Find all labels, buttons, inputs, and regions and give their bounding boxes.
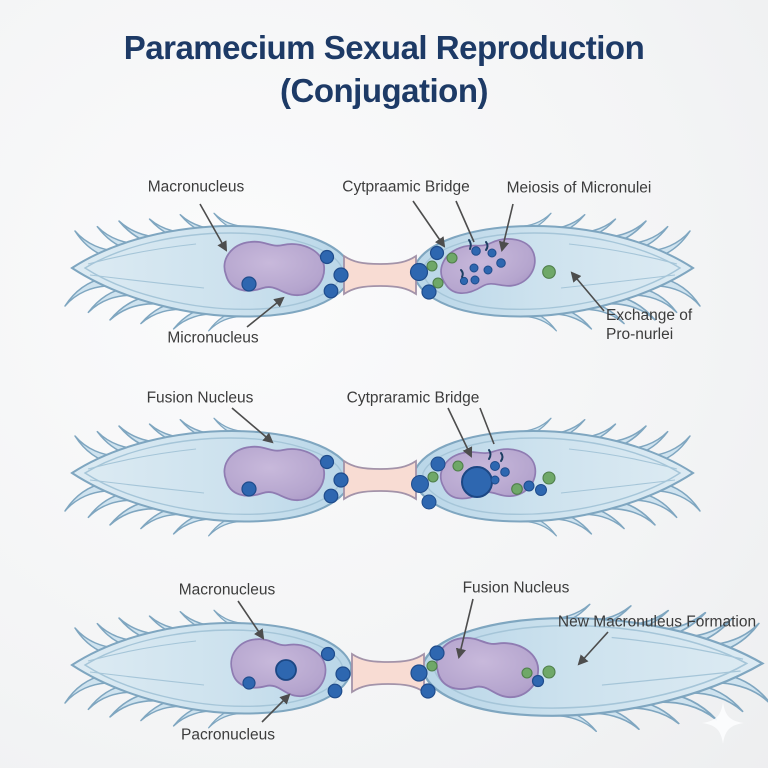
title-line-2: (Conjugation) xyxy=(280,72,488,109)
micronucleus-dots xyxy=(242,646,351,699)
chromosome-marks xyxy=(460,239,489,278)
cell-interior-mid-right xyxy=(411,442,556,510)
pronucleus-dots xyxy=(427,460,556,495)
cell-interior-bottom-right xyxy=(410,634,556,701)
cytoplasmic-bridge-mid xyxy=(343,460,417,500)
leader-bridge-mid-b xyxy=(479,407,495,445)
label-micronucleus: Micronucleus xyxy=(167,329,259,347)
label-exchange-of-pronuclei: Exchange of Pro-nurlei xyxy=(606,306,692,344)
leader-macronucleus-bottom xyxy=(237,600,265,640)
cell-interior-bottom-left xyxy=(227,635,351,700)
page-title: Paramecium Sexual Reproduction (Conjugat… xyxy=(0,26,768,112)
label-fusion-nucleus-mid: Fusion Nucleus xyxy=(146,389,254,407)
leader-micronucleus xyxy=(246,296,285,328)
label-macronucleus-bottom: Macronucleus xyxy=(178,581,276,599)
cytoplasmic-bridge-top xyxy=(343,255,417,295)
label-meiosis-of-micronuclei: Meiosis of Micronulei xyxy=(506,179,652,197)
leader-new-macronucleus xyxy=(577,631,609,666)
label-cytoplasmic-bridge-top: Cytpraamic Bridge xyxy=(342,178,470,196)
leader-bridge-top-b xyxy=(455,200,475,243)
micronucleus-dots xyxy=(411,456,547,510)
label-pacronucleus: Pacronucleus xyxy=(181,726,275,744)
label-fusion-nucleus-bottom: Fusion Nucleus xyxy=(462,579,570,597)
leader-bridge-top-a xyxy=(412,200,446,248)
leader-exchange xyxy=(570,271,605,312)
leader-meiosis xyxy=(498,203,514,253)
leader-fusion-bottom xyxy=(455,598,474,660)
label-macronucleus-top: Macronucleus xyxy=(147,178,245,196)
fusion-nucleus-circle xyxy=(461,466,493,498)
label-new-macronucleus-formation: New Macronuleus Formation xyxy=(557,613,757,631)
cell-interior-top-right xyxy=(409,229,556,303)
meiotic-micronuclei xyxy=(459,246,506,286)
leader-bridge-mid-a xyxy=(447,407,473,458)
leader-fusion-mid xyxy=(231,407,274,444)
fusion-nucleus-circle xyxy=(275,659,297,681)
leader-pacronucleus xyxy=(261,693,291,723)
chromosome-marks xyxy=(488,449,504,462)
micronucleus-dots xyxy=(409,245,445,300)
label-exchange-line1: Exchange of xyxy=(606,307,693,324)
pronucleus-dots xyxy=(426,660,556,679)
leader-macronucleus-top xyxy=(199,203,228,252)
label-cytoplasmic-bridge-mid: Cytpraramic Bridge xyxy=(346,389,480,407)
title-line-1: Paramecium Sexual Reproduction xyxy=(123,29,645,66)
pronucleus-dots xyxy=(426,252,556,289)
micronucleus-dots xyxy=(410,645,545,699)
leader-lines xyxy=(199,200,609,723)
sparkle-icon xyxy=(702,702,744,744)
label-exchange-line2: Pro-nurlei xyxy=(606,326,674,343)
